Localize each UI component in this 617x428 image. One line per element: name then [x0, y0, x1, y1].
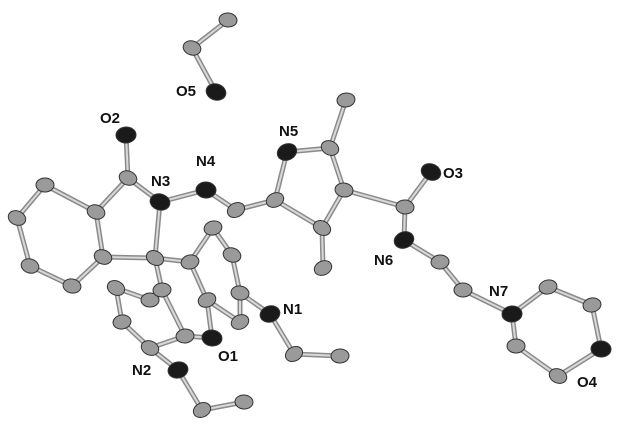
atom-y6 [152, 282, 171, 298]
label-o5: O5 [176, 83, 196, 100]
atom-sp [144, 248, 167, 269]
atom-pm2 [312, 258, 334, 278]
label-n1: N1 [283, 301, 302, 318]
label-o1: O1 [218, 348, 238, 365]
atom-O5 [204, 81, 228, 102]
label-o3: O3 [443, 165, 463, 182]
bond-y5-y6 [162, 290, 185, 336]
atom-p3 [319, 138, 341, 158]
atom-O1 [201, 329, 223, 348]
atom-q2 [454, 283, 472, 297]
atom-m2 [582, 296, 602, 313]
label-o2: O2 [100, 110, 120, 127]
bond-p4-ca [344, 190, 405, 207]
label-n7: N7 [489, 283, 508, 300]
atom-n2b [235, 394, 254, 409]
atom-m4 [507, 339, 525, 353]
atom-n1b [331, 349, 349, 364]
atom-n1a [283, 343, 306, 364]
atom-O2 [116, 126, 137, 143]
atom-x1 [180, 253, 201, 271]
atom-y5 [175, 328, 195, 344]
atoms [6, 12, 612, 420]
atom-i2 [36, 178, 54, 192]
label-n6: N6 [374, 252, 393, 269]
atom-y2 [105, 278, 127, 298]
label-n4: N4 [196, 153, 216, 170]
label-n5: N5 [279, 123, 298, 140]
label-o4: O4 [577, 374, 598, 391]
atom-N4 [196, 182, 217, 199]
atom-p4 [334, 182, 354, 198]
atom-i4 [19, 257, 40, 276]
atom-n2a [191, 400, 213, 420]
label-n3: N3 [151, 173, 170, 190]
atom-N5 [275, 141, 300, 164]
atom-pm [336, 92, 356, 108]
label-n2: N2 [132, 362, 151, 379]
